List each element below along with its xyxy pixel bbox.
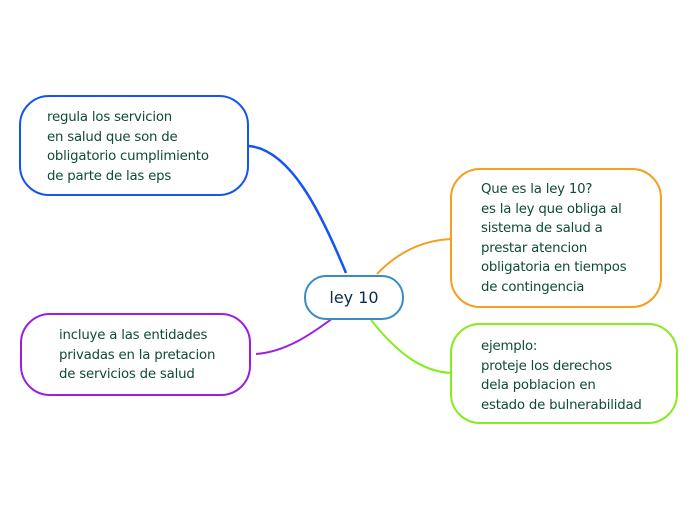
topic-que-es-ley-10[interactable]: Que es la ley 10? es la ley que obliga a… <box>450 168 662 308</box>
topic-entidades-privadas[interactable]: incluye a las entidades privadas en la p… <box>20 313 251 396</box>
central-topic-ley-10[interactable]: ley 10 <box>304 275 404 320</box>
connector-bottom-right <box>370 319 453 374</box>
connector-bottom-left <box>255 317 334 355</box>
connector-top-right <box>376 238 453 275</box>
topic-ejemplo[interactable]: ejemplo: proteje los derechos dela pobla… <box>450 323 678 424</box>
central-topic-label: ley 10 <box>329 288 379 307</box>
connector-top-left <box>248 144 348 274</box>
topic-regula-servicios[interactable]: regula los servicion en salud que son de… <box>19 95 249 196</box>
